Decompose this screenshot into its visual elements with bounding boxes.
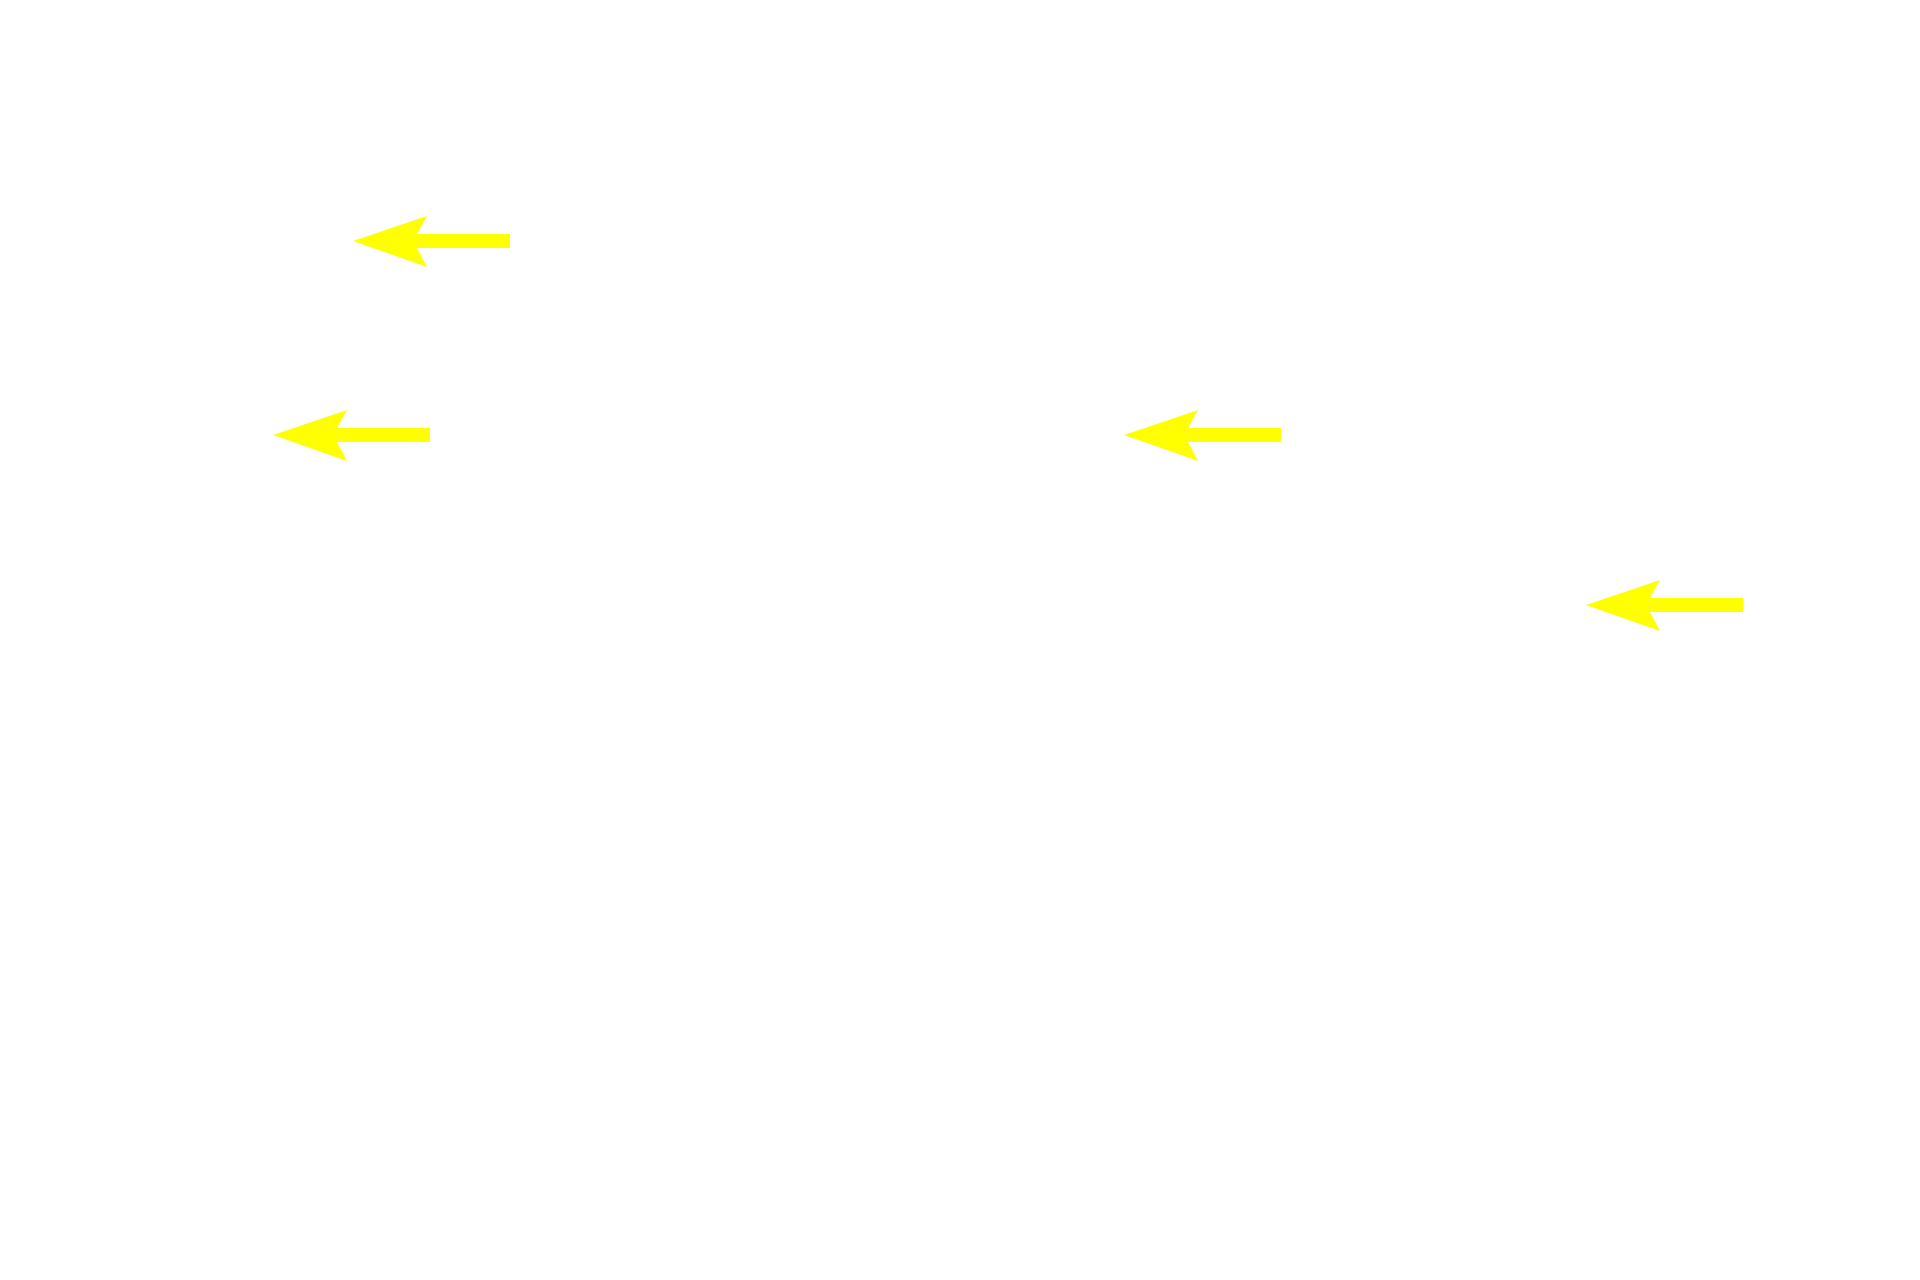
arrow-left-icon (1586, 580, 1743, 631)
arrow-left-icon (353, 216, 510, 267)
arrow-left-icon (1124, 410, 1281, 461)
arrow-left-icon (273, 410, 430, 461)
